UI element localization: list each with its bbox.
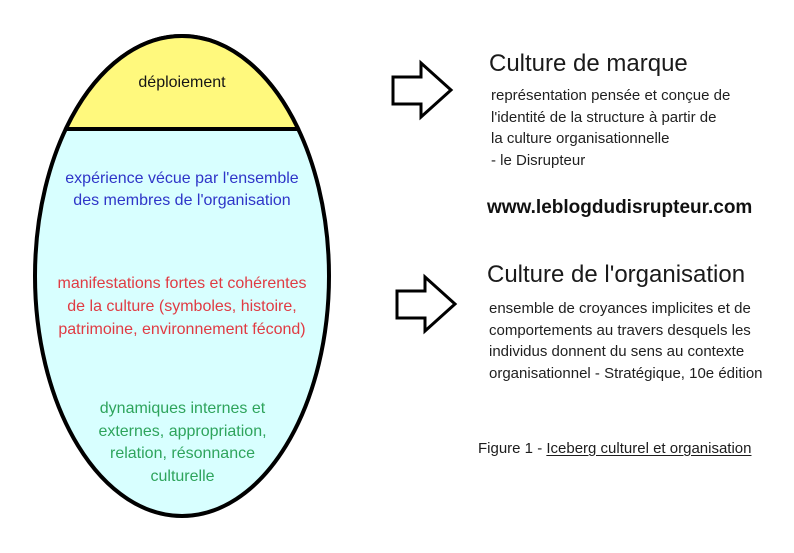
website-url[interactable]: www.leblogdudisrupteur.com — [487, 197, 753, 218]
arrow-right-icon-bottom — [395, 273, 458, 335]
figure-caption: Figure 1 - Iceberg culturel et organisat… — [478, 440, 751, 457]
arrow-right-icon-top — [391, 59, 454, 121]
brand-culture-title: Culture de marque — [489, 50, 688, 77]
iceberg-tip-label: déploiement — [138, 74, 226, 91]
iceberg-section-manifestations: manifestations fortes et cohérentes de l… — [57, 275, 307, 338]
figure-caption-link[interactable]: Iceberg culturel et organisation — [546, 440, 752, 457]
figure-caption-prefix: Figure 1 - — [478, 440, 547, 457]
iceberg-section-experience: expérience vécue par l'ensemble des memb… — [65, 170, 299, 209]
iceberg-tip-segment — [63, 34, 301, 131]
iceberg-section-dynamiques: dynamiques internes et externes, appropr… — [98, 400, 267, 485]
brand-culture-description: représentation pensée et conçue de l'ide… — [491, 87, 731, 169]
organisation-culture-title: Culture de l'organisation — [487, 261, 746, 288]
organisation-culture-description: ensemble de croyances implicites et de c… — [489, 300, 763, 382]
